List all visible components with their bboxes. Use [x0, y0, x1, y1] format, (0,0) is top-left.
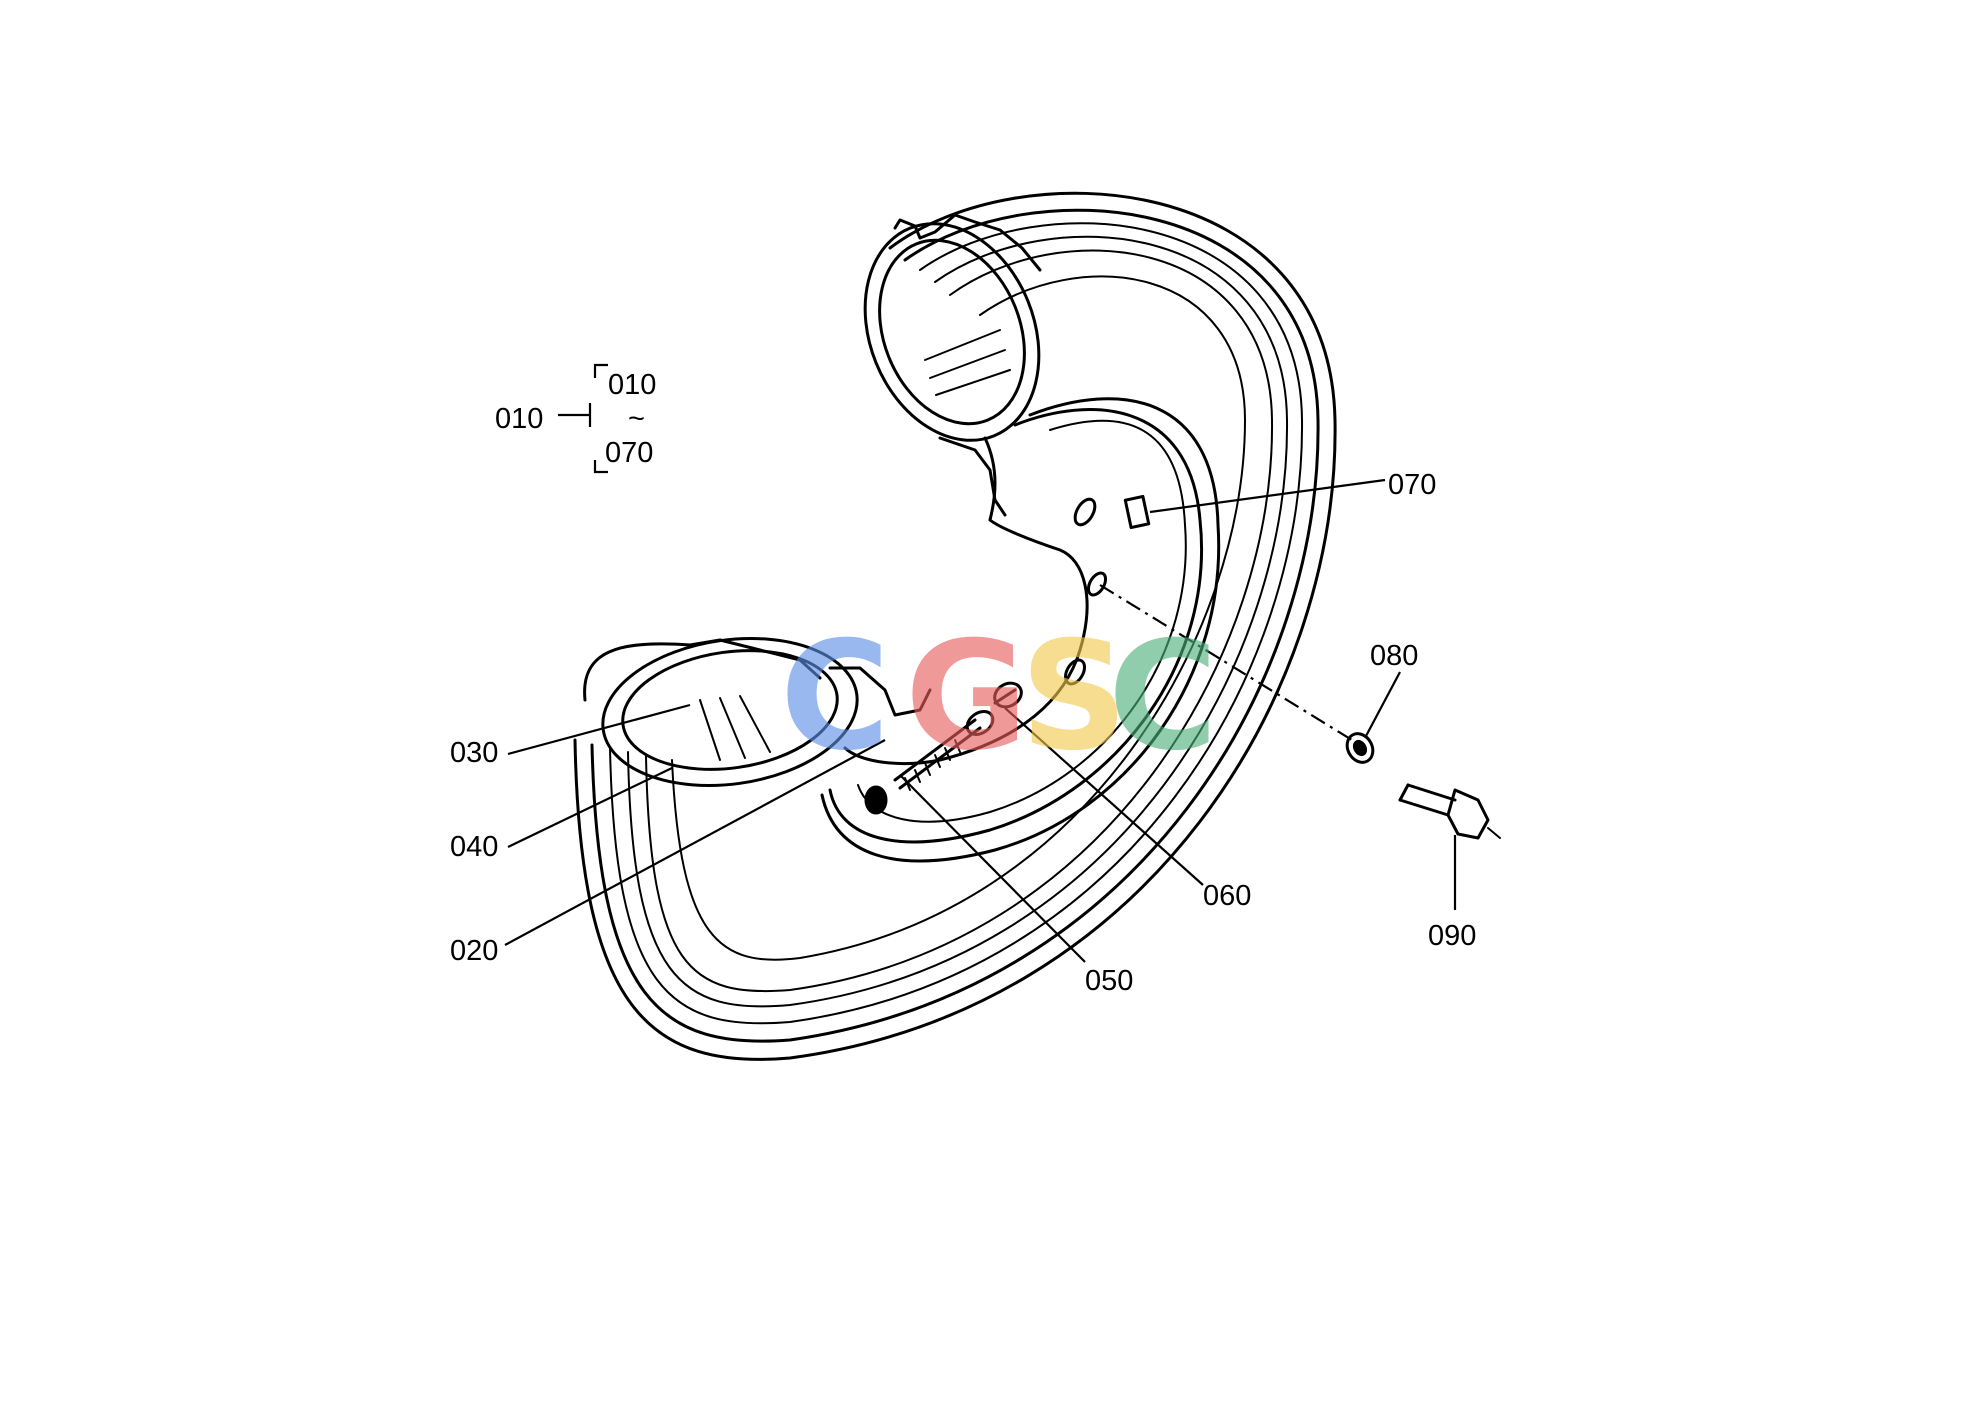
- watermark-letter: G: [905, 610, 1028, 784]
- leader-lines: [504, 478, 1457, 963]
- watermark-letter: S: [1020, 610, 1128, 784]
- fender-part: [573, 191, 1337, 1061]
- callout-050: 050: [1085, 965, 1133, 997]
- lower-hub-ring: [583, 637, 932, 787]
- assembly-range-start: 010: [608, 369, 656, 401]
- watermark-letter: C: [780, 610, 890, 784]
- nut-060: [993, 681, 1023, 709]
- washer-080: [1345, 732, 1375, 764]
- watermark-letter: C: [1108, 610, 1218, 784]
- callout-070: 070: [1388, 469, 1436, 501]
- callout-040: 040: [450, 831, 498, 863]
- bolt-050: [864, 710, 995, 815]
- callout-020: 020: [450, 935, 498, 967]
- watermark-logo: C G S C: [780, 610, 1218, 784]
- callout-080: 080: [1370, 640, 1418, 672]
- callout-labels: 070 080 030 040 060 090 020 050: [450, 469, 1476, 997]
- callout-060: 060: [1203, 880, 1251, 912]
- bolt-090: [1398, 783, 1501, 840]
- assembly-range-symbol: ~: [628, 403, 645, 435]
- upper-hub-ring: [863, 213, 1042, 517]
- assembly-main-label: 010: [495, 403, 543, 435]
- assembly-note: 010 010 ~ 070: [495, 363, 656, 474]
- assembly-range-end: 070: [605, 437, 653, 469]
- callout-090: 090: [1428, 920, 1476, 952]
- callout-030: 030: [450, 737, 498, 769]
